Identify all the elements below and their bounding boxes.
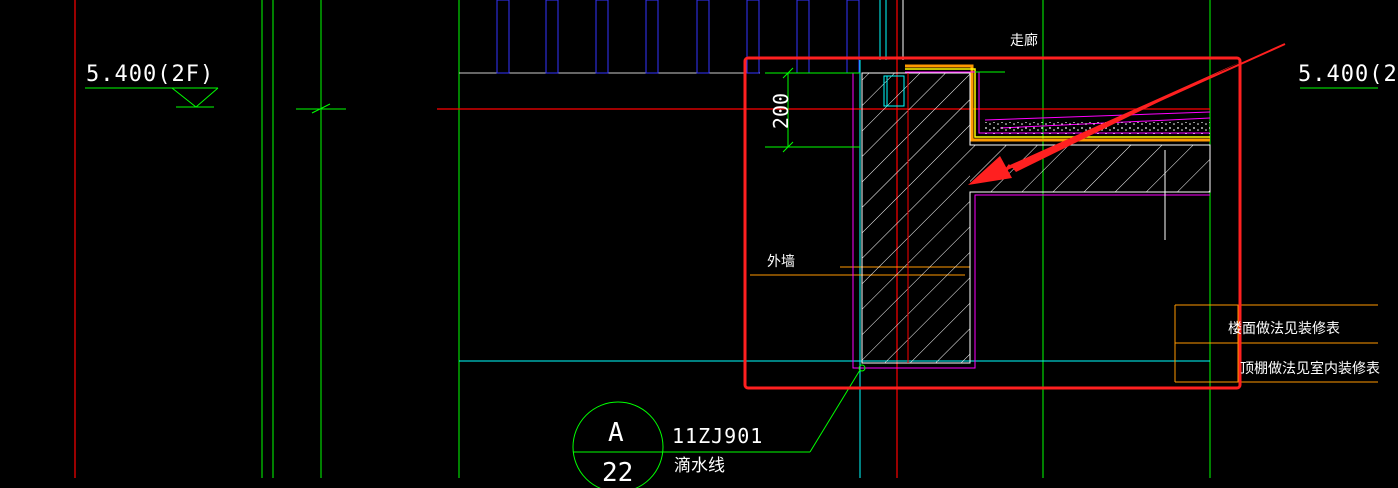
detail-callout-circle-icon xyxy=(572,364,866,488)
highlight-frame xyxy=(743,56,1242,390)
railing-posts xyxy=(496,0,904,74)
note-table xyxy=(1174,304,1378,383)
dimension-label: 200 xyxy=(769,92,794,130)
dimension-line xyxy=(765,67,860,153)
cad-drawing-canvas xyxy=(74,0,1378,488)
elevation-label-right: 5.400(2 xyxy=(1298,62,1398,87)
elevation-marker-icon xyxy=(85,87,219,108)
horizontal-lines xyxy=(296,72,1210,362)
exterior-wall-label: 外墙 xyxy=(767,254,795,270)
detail-label: 滴水线 xyxy=(674,456,725,476)
vertical-grid-lines xyxy=(74,0,1211,478)
floor-note: 楼面做法见装修表 xyxy=(1228,321,1340,337)
arrow-annotation-icon xyxy=(968,43,1286,185)
detail-atlas: 11ZJ901 xyxy=(672,424,764,448)
corridor-label: 走廊 xyxy=(1010,33,1038,49)
detail-sheet: 22 xyxy=(602,458,634,488)
detail-letter: A xyxy=(608,418,624,448)
ceiling-note: 顶棚做法见室内装修表 xyxy=(1240,361,1380,377)
elevation-label-left: 5.400(2F) xyxy=(86,62,215,87)
exterior-wall-section xyxy=(852,72,1211,369)
